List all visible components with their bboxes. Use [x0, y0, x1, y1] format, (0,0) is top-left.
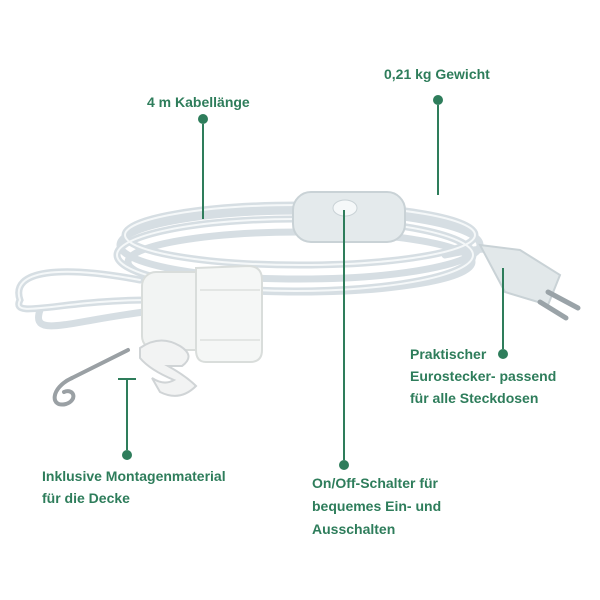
- euro-plug: [478, 243, 581, 321]
- dot-icon: [433, 95, 443, 105]
- mount-label-line1: Inklusive Montagenmaterial: [42, 468, 226, 484]
- ceiling-hook: [52, 348, 130, 407]
- mount-leader: [126, 378, 128, 450]
- plug-label-line2: Eurostecker- passend: [410, 368, 557, 384]
- mount-label-line2: für die Decke: [42, 490, 130, 506]
- dot-icon: [198, 114, 208, 124]
- plug-label-line1: Praktischer: [410, 346, 487, 362]
- s-hook: [139, 339, 198, 397]
- cable-length-label: 4 m Kabellänge: [147, 94, 250, 110]
- switch-leader: [343, 210, 345, 460]
- mount-leader-tick: [118, 378, 136, 380]
- switch-body: [292, 191, 406, 243]
- weight-leader: [437, 105, 439, 195]
- weight-label: 0,21 kg Gewicht: [384, 66, 490, 82]
- plug-label-line3: für alle Steckdosen: [410, 390, 539, 406]
- dot-icon: [122, 450, 132, 460]
- switch-label-line1: On/Off-Schalter für: [312, 475, 439, 491]
- cable-length-leader: [202, 124, 204, 219]
- plug-leader: [502, 268, 504, 349]
- switch-label-line2: bequemes Ein- und: [312, 498, 442, 514]
- switch-label-line3: Ausschalten: [312, 521, 396, 537]
- dot-icon: [339, 460, 349, 470]
- dot-icon: [498, 349, 508, 359]
